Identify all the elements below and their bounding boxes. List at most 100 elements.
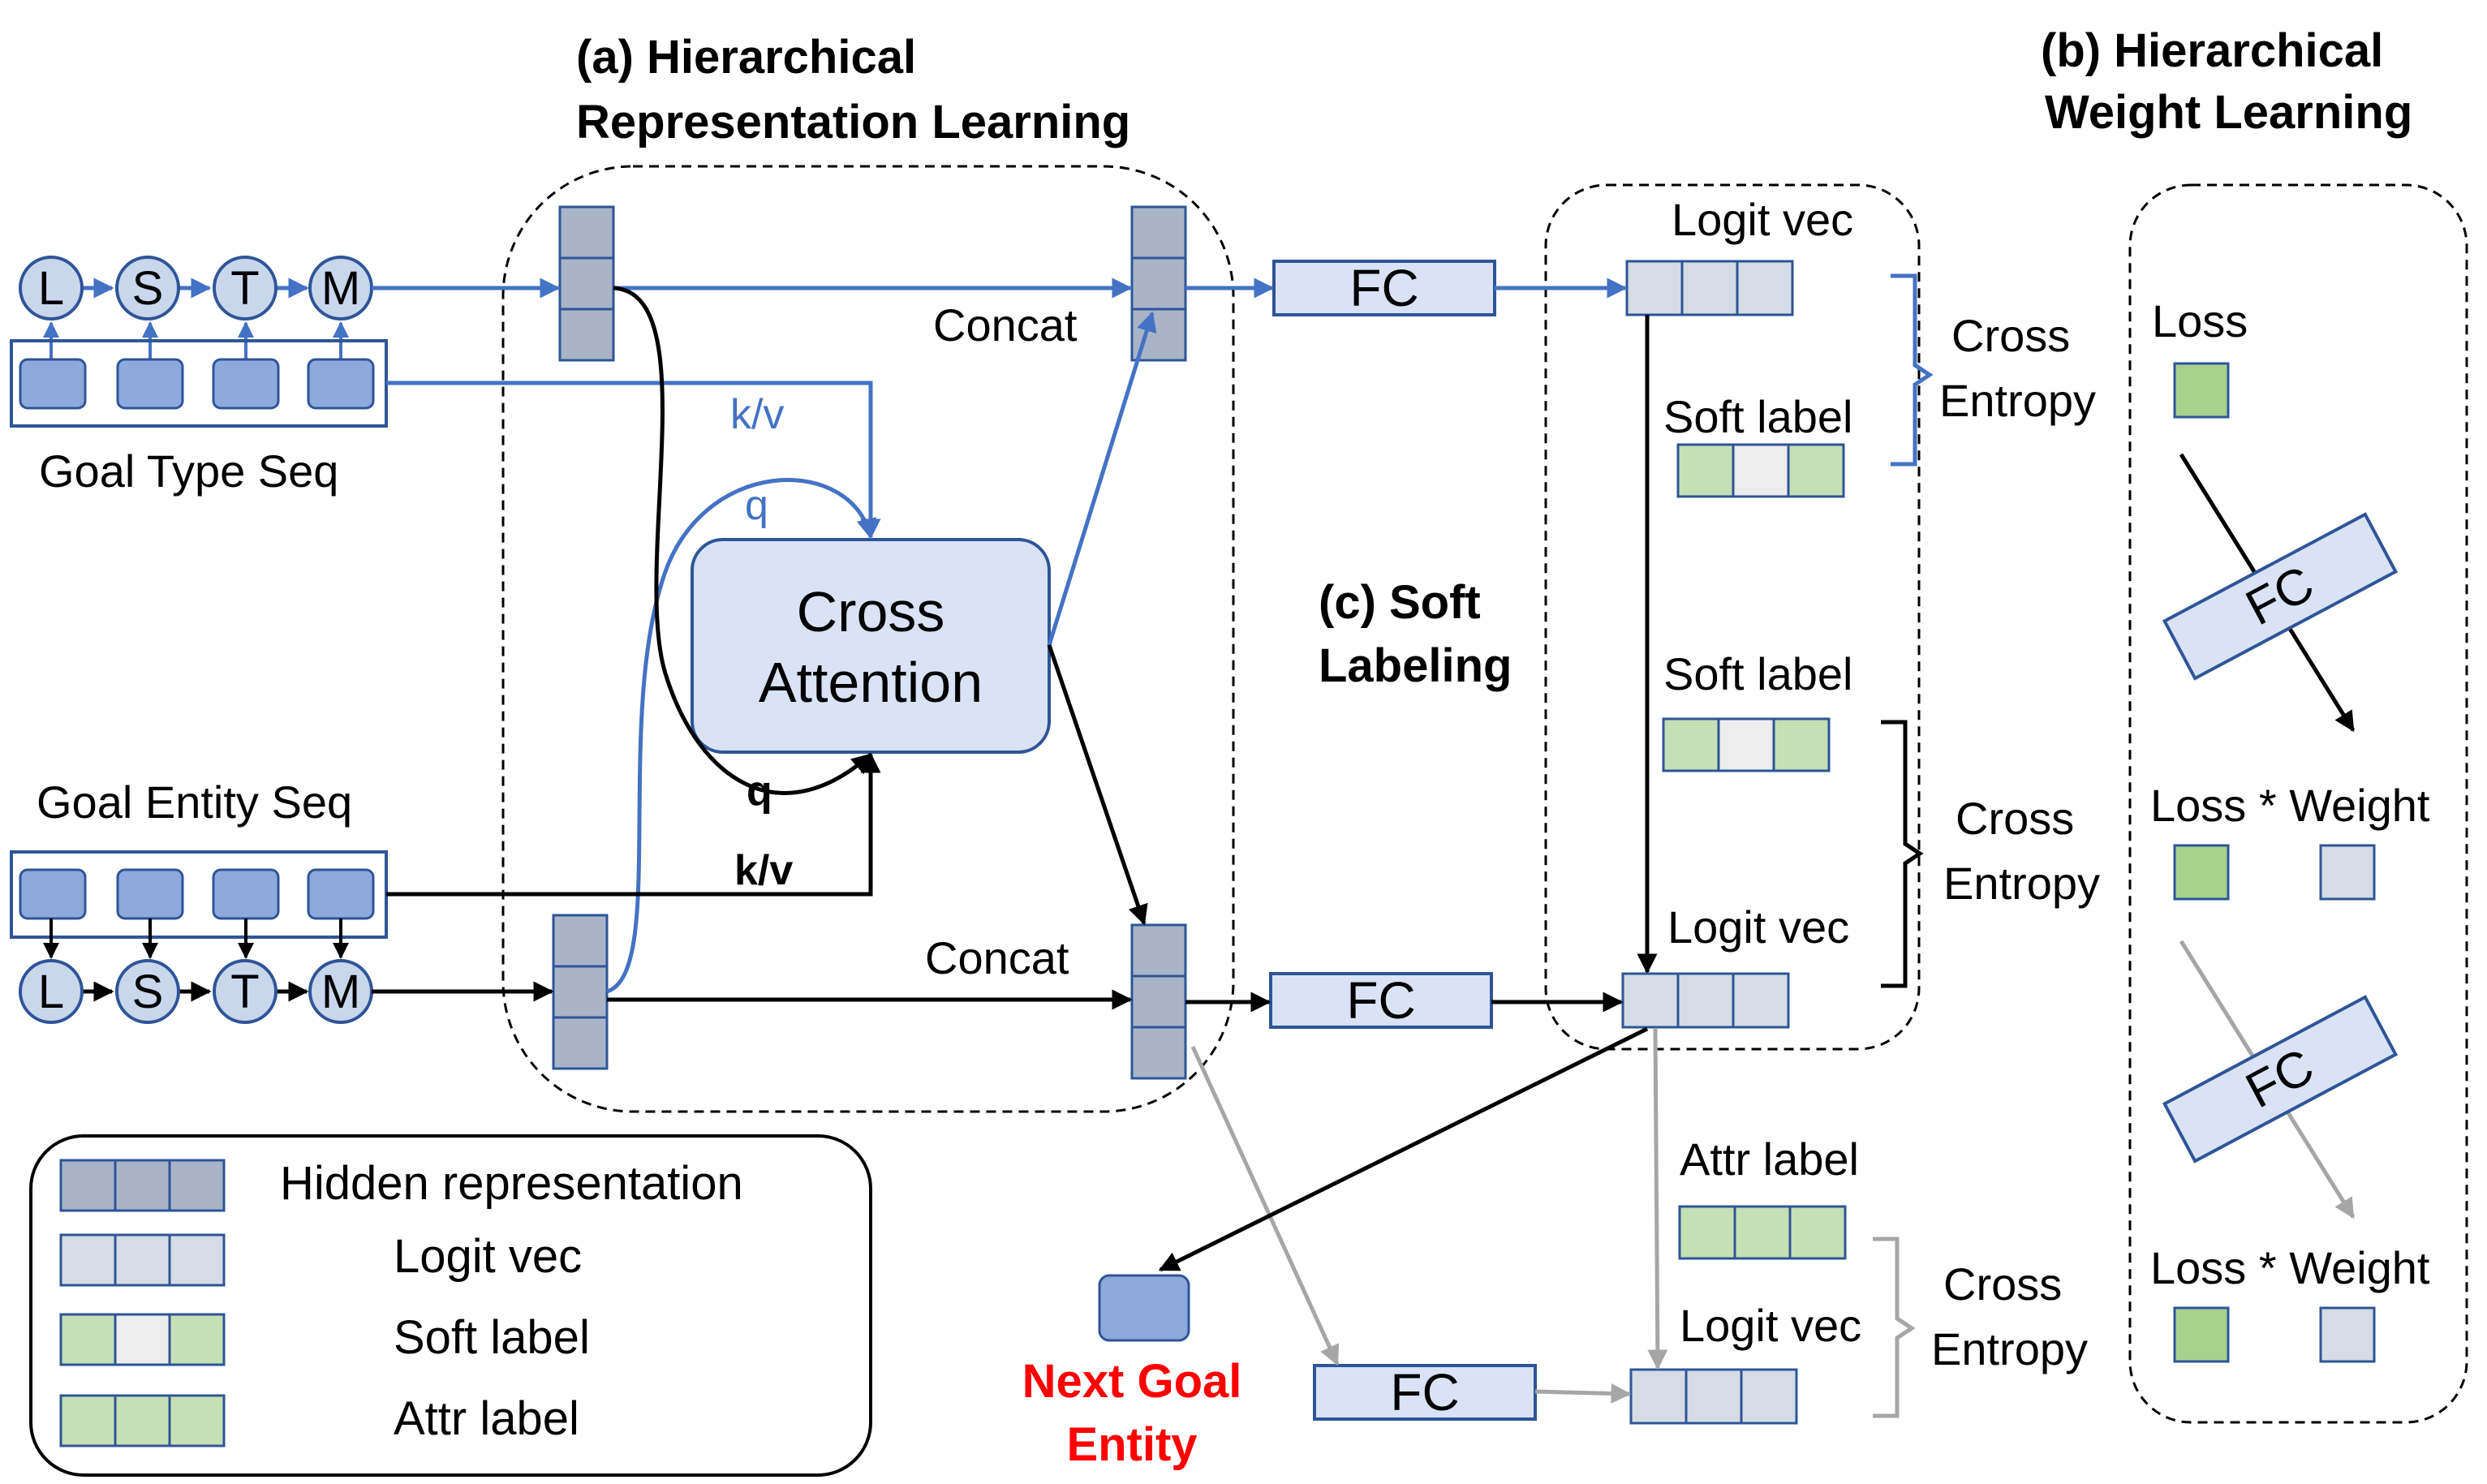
edge-label-type-kv: k/v (730, 391, 784, 438)
lstm-bottom-letter-l: L (38, 966, 64, 1018)
goal-entity-seq-group: Goal Entity Seq L S T (10, 776, 388, 1024)
cross-attention-label-1: Cross (797, 580, 945, 643)
entropy-label-3: Entropy (1931, 1323, 2088, 1374)
lstm-bottom-letter-m: M (321, 966, 360, 1018)
goal-entity-token (19, 868, 87, 920)
section-c-title-1: (c) Soft (1319, 576, 1481, 629)
goal-type-token (307, 358, 375, 410)
logit-vec-attr-label: Logit vec (1680, 1300, 1861, 1351)
soft-label-bottom-label: Soft label (1663, 648, 1853, 699)
lstm-top-cell-s: S (115, 256, 180, 320)
weight-cell-mid (2319, 844, 2376, 901)
arrow-concat-to-fc-attr (1190, 1045, 1340, 1366)
lstm-bottom-cell-m: M (308, 959, 373, 1024)
lstm-bottom-cell-t: T (213, 959, 278, 1024)
edge-label-entity-q: q (745, 482, 768, 529)
next-goal-label-1: Next Goal (1022, 1355, 1242, 1408)
soft-label-vec-top (1676, 443, 1845, 498)
fc-block-entity: FC (1269, 971, 1493, 1030)
logit-vec-entity-label: Logit vec (1667, 901, 1849, 953)
arrow-entity-q (606, 478, 877, 994)
arrow-type-kv (386, 381, 881, 540)
loss-cell-bottom (2173, 1306, 2230, 1363)
loss-label: Loss (2152, 295, 2248, 346)
section-c-title-2: Labeling (1319, 639, 1512, 692)
section-a-title-1: (a) Hierarchical (576, 31, 916, 84)
legend-box (29, 1134, 872, 1477)
cross-attention-block (691, 538, 1051, 754)
lstm-top-chain: L S T M (19, 256, 373, 320)
logit-vec-attr (1629, 1368, 1798, 1425)
goal-type-seq-group: L S T M Goal Type Seq (10, 256, 388, 497)
arrow-entity-kv (386, 752, 881, 897)
edge-label-entity-kv: k/v (734, 847, 793, 894)
brace-type-cross-entropy (1891, 273, 1934, 467)
fc-weight-block-1: FC (2162, 512, 2399, 681)
goal-entity-token (116, 868, 184, 920)
loss-cell-top (2173, 362, 2230, 419)
goal-entity-token (307, 868, 375, 920)
fc-label-entity: FC (1346, 971, 1415, 1030)
cross-label-3: Cross (1943, 1258, 2062, 1310)
lstm-bottom-cell-l: L (19, 959, 84, 1024)
lstm-top-letter-s: S (132, 262, 164, 315)
section-b-title-2: Weight Learning (2045, 86, 2412, 139)
loss-cell-mid (2173, 844, 2230, 901)
legend-label-hidden: Hidden representation (280, 1157, 743, 1210)
legend-swatch-soft (59, 1313, 226, 1366)
cross-label-1: Cross (1951, 310, 2070, 361)
section-b-title-1: (b) Hierarchical (2041, 24, 2383, 77)
brace-attr-cross-entropy (1873, 1237, 1916, 1418)
lstm-bottom-letter-t: T (230, 966, 259, 1018)
section-a-title-2: Representation Learning (576, 96, 1130, 148)
arrow-attention-to-top-concat (1047, 311, 1157, 646)
lstm-top-letter-t: T (230, 262, 259, 315)
region-soft-labeling (1544, 183, 1921, 1051)
lstm-bottom-chain: L S T M (19, 959, 373, 1024)
region-weight-learning (2128, 183, 2468, 1424)
next-goal-entity-token (1098, 1274, 1190, 1342)
lstm-top-cell-m: M (308, 256, 373, 320)
entropy-label-1: Entropy (1939, 375, 2096, 426)
lstm-bottom-cell-s: S (115, 959, 180, 1024)
fc-label-attr: FC (1390, 1363, 1459, 1422)
lstm-top-letter-l: L (38, 262, 64, 315)
hidden-vec-entity-left (552, 914, 609, 1070)
goal-entity-token (212, 868, 280, 920)
weight-cell-bottom (2319, 1306, 2376, 1363)
goal-entity-seq-label: Goal Entity Seq (37, 776, 352, 828)
edge-label-type-q: q (747, 768, 772, 815)
arrow-logit-entity-to-logit-attr (1647, 1028, 1668, 1370)
concat-label-top: Concat (933, 299, 1078, 351)
lstm-bottom-letter-s: S (132, 966, 164, 1018)
lstm-top-letter-m: M (321, 262, 360, 315)
attr-label-label: Attr label (1680, 1133, 1859, 1185)
cross-label-2: Cross (1956, 793, 2074, 844)
region-representation-learning (501, 165, 1235, 1113)
concat-label-bottom: Concat (925, 932, 1069, 983)
hidden-vec-entity-concat (1130, 923, 1187, 1080)
hidden-vec-type-left (558, 205, 615, 362)
fc-block-attr: FC (1313, 1363, 1537, 1422)
cross-attention-label-2: Attention (759, 651, 983, 714)
next-goal-label-2: Entity (1066, 1418, 1197, 1471)
soft-label-vec-bottom (1662, 717, 1831, 772)
attr-label-vec (1678, 1205, 1847, 1260)
fc-label-type: FC (1349, 259, 1418, 317)
goal-type-seq-label: Goal Type Seq (39, 445, 338, 497)
legend-swatch-hidden (59, 1159, 226, 1212)
entropy-label-2: Entropy (1943, 858, 2100, 909)
arrow-attention-to-bottom-concat (1047, 644, 1148, 926)
legend-swatch-logit (59, 1233, 226, 1287)
arrow-type-q (613, 286, 872, 795)
legend-label-soft: Soft label (394, 1311, 590, 1364)
legend-label-logit: Logit vec (394, 1230, 582, 1283)
logit-vec-entity (1621, 972, 1790, 1029)
hidden-vec-type-concat (1130, 205, 1187, 362)
fc-weight-block-2: FC (2162, 995, 2399, 1164)
arrow-logit-to-next-goal (1158, 1026, 1649, 1272)
legend-label-attr: Attr label (394, 1392, 579, 1445)
logit-vec-type-label: Logit vec (1672, 194, 1853, 245)
goal-type-token (19, 358, 87, 410)
